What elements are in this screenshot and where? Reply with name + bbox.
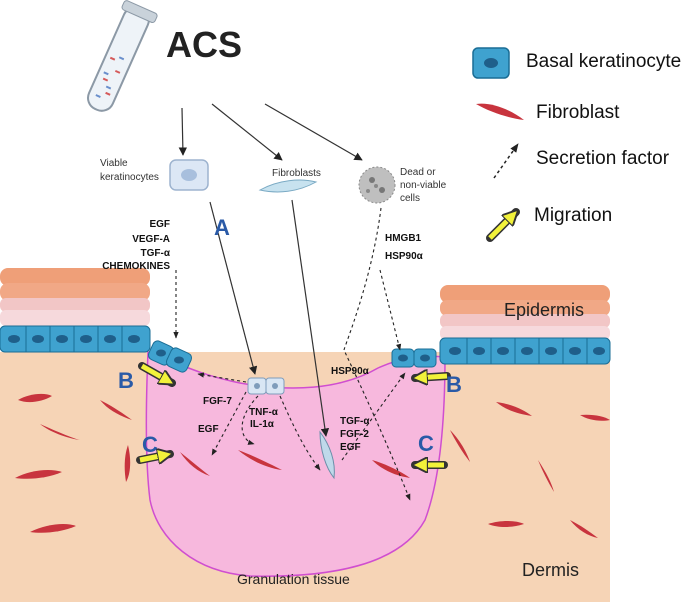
svg-text:VEGF-A: VEGF-A <box>132 234 170 245</box>
left-epidermis <box>0 268 151 353</box>
basal-keratinocyte-icon <box>472 47 510 79</box>
process-markers: A B B C C <box>118 215 462 457</box>
svg-text:FGF-7: FGF-7 <box>203 396 232 407</box>
svg-text:EGF: EGF <box>340 442 361 453</box>
svg-text:TNF-α: TNF-α <box>249 407 279 418</box>
wound-left-factors: FGF-7 EGF <box>198 396 232 435</box>
legend-label-secretion: Secretion factor <box>536 148 670 169</box>
legend-label-basal: Basal keratinocyte <box>526 51 682 72</box>
svg-text:TGF-α: TGF-α <box>141 248 171 259</box>
secretion-arrow-icon <box>493 143 519 179</box>
dermis-label: Dermis <box>522 560 579 580</box>
acs-title: ACS <box>166 24 242 65</box>
marker-c-right: C <box>418 431 434 456</box>
svg-text:HMGB1: HMGB1 <box>385 233 422 244</box>
test-tube-icon <box>87 0 158 112</box>
marker-b-left: B <box>118 368 134 393</box>
svg-text:FGF-2: FGF-2 <box>340 429 369 440</box>
wound-right-factors: TGF-α FGF-2 EGF <box>340 416 370 453</box>
epidermis-label: Epidermis <box>504 300 584 320</box>
right-epidermis <box>391 285 611 368</box>
wound-fibroblast <box>319 430 335 480</box>
legend-label-migration: Migration <box>534 205 613 226</box>
keratinocyte-factors: EGF VEGF-A TGF-α CHEMOKINES <box>102 219 171 272</box>
migration-arrow-icon <box>486 208 520 242</box>
dermal-fibroblasts <box>15 393 610 538</box>
secretion-arrows <box>173 207 411 501</box>
wound-keratinocytes <box>247 377 285 395</box>
wound-center-factors: TNF-α IL-1α <box>249 407 279 430</box>
granulation-label: Granulation tissue <box>237 571 350 587</box>
marker-c-left: C <box>142 432 158 457</box>
svg-text:IL-1α: IL-1α <box>250 419 275 430</box>
fibroblast-icon <box>476 103 524 120</box>
dead-cells-label: Dead or non-viable cells <box>400 167 449 204</box>
acs-arrows <box>178 103 363 437</box>
hsp-label: HSP90α <box>331 366 370 377</box>
svg-text:CHEMOKINES: CHEMOKINES <box>102 261 170 272</box>
marker-b-right: B <box>446 372 462 397</box>
dead-cell-icon <box>358 166 396 204</box>
viable-keratinocyte-icon <box>169 159 209 191</box>
legend-label-fibroblast: Fibroblast <box>536 102 620 123</box>
svg-text:TGF-α: TGF-α <box>340 416 370 427</box>
migrating-keratinocytes-left <box>147 340 193 373</box>
svg-text:EGF: EGF <box>198 424 219 435</box>
marker-a: A <box>214 215 230 240</box>
svg-text:EGF: EGF <box>149 219 170 230</box>
dead-cell-factors: HMGB1 HSP90α <box>385 233 424 262</box>
keratinocytes-label: Viable keratinocytes <box>100 158 159 183</box>
fibroblast-icon-top <box>258 179 318 193</box>
migration-arrows <box>136 362 451 465</box>
svg-text:HSP90α: HSP90α <box>385 251 424 262</box>
fibroblasts-label: Fibroblasts <box>272 168 321 179</box>
